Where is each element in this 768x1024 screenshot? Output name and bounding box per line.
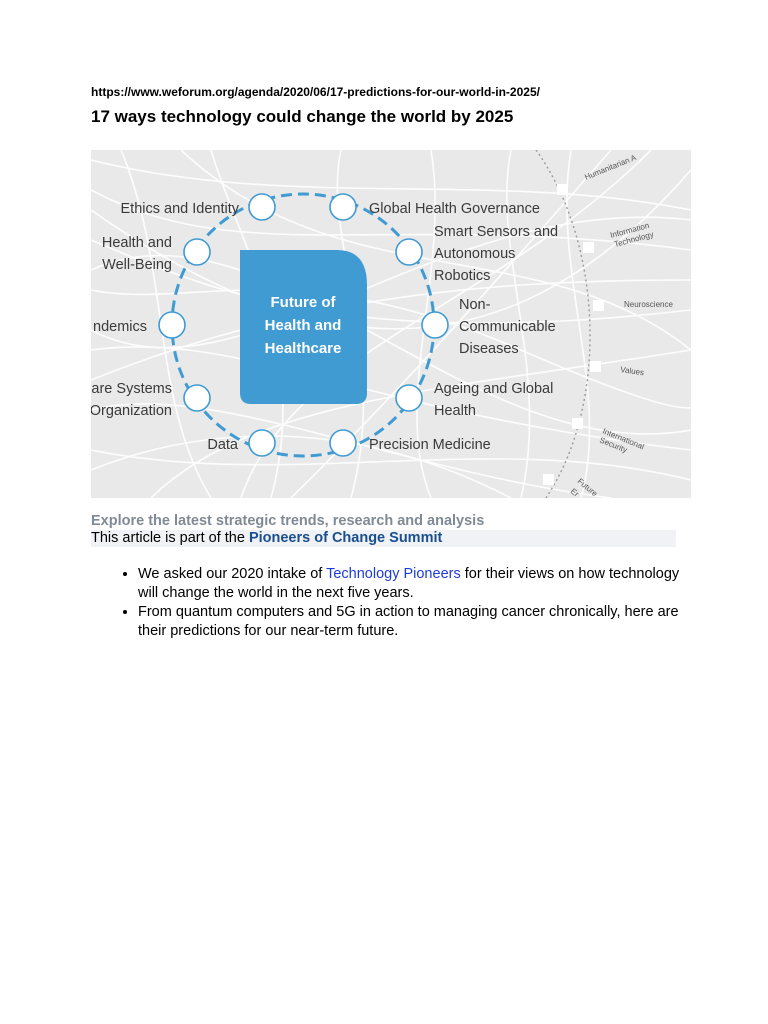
node-ageing[interactable]	[395, 384, 423, 412]
bullet-2-text: From quantum computers and 5G in action …	[138, 604, 679, 639]
svg-text:Future of: Future of	[271, 294, 337, 311]
label-health-wellbeing-2: Well-Being	[102, 257, 172, 273]
label-governance: Global Health Governance	[369, 201, 540, 217]
label-sensors-3: Robotics	[434, 268, 490, 284]
node-ethics[interactable]	[248, 193, 276, 221]
node-sensors[interactable]	[395, 238, 423, 266]
label-data: Data	[207, 437, 239, 453]
outer-markers	[543, 184, 604, 485]
label-ageing-1: Ageing and Global	[434, 381, 553, 397]
technology-pioneers-link[interactable]: Technology Pioneers	[326, 566, 461, 582]
bullet-item: We asked our 2020 intake of Technology P…	[138, 565, 698, 602]
label-ncd-2: Communicable	[459, 319, 556, 335]
ring-nodes	[158, 193, 449, 457]
node-data[interactable]	[248, 429, 276, 457]
article-title: 17 ways technology could change the worl…	[91, 107, 514, 126]
label-ncd-1: Non-	[459, 297, 491, 313]
label-sensors-1: Smart Sensors and	[434, 224, 558, 240]
label-care-systems-1: are Systems	[91, 381, 172, 397]
center-box[interactable]	[240, 250, 367, 404]
node-health-wellbeing[interactable]	[183, 238, 211, 266]
bullet-1-suffix: for their views on how technology will c…	[138, 566, 680, 601]
node-care-systems[interactable]	[183, 384, 211, 412]
node-ncd[interactable]	[421, 311, 449, 339]
part-of-prefix: This article is part of the	[91, 530, 249, 546]
transformation-map-svg: Future of Health and Healthcare Ethics a…	[91, 150, 691, 498]
article-url[interactable]: https://www.weforum.org/agenda/2020/06/1…	[91, 85, 540, 99]
label-sensors-2: Autonomous	[434, 246, 515, 262]
center-label: Future of Health and Healthcare	[265, 294, 342, 357]
node-pandemics[interactable]	[158, 311, 186, 339]
label-ageing-2: Health	[434, 403, 476, 419]
summary-bullets: We asked our 2020 intake of Technology P…	[107, 565, 698, 641]
node-precision[interactable]	[329, 429, 357, 457]
part-of-summit-line: This article is part of the Pioneers of …	[91, 530, 676, 547]
bullet-item: From quantum computers and 5G in action …	[138, 603, 698, 640]
label-pandemics: ndemics	[93, 319, 147, 335]
bullet-1-prefix: We asked our 2020 intake of	[138, 566, 327, 582]
label-precision: Precision Medicine	[369, 437, 491, 453]
label-health-wellbeing-1: Health and	[102, 235, 172, 251]
outer-label-values: Values	[620, 365, 645, 377]
svg-text:Health and: Health and	[265, 317, 342, 334]
health-transformation-map-figure: Future of Health and Healthcare Ethics a…	[91, 150, 691, 498]
explore-heading[interactable]: Explore the latest strategic trends, res…	[91, 513, 485, 529]
ring-labels: Ethics and Identity Global Health Govern…	[91, 201, 558, 453]
svg-text:Healthcare: Healthcare	[265, 340, 342, 357]
label-ethics: Ethics and Identity	[121, 201, 240, 217]
label-ncd-3: Diseases	[459, 341, 519, 357]
summit-link[interactable]: Pioneers of Change Summit	[248, 530, 443, 546]
outer-label-neuroscience: Neuroscience	[624, 300, 673, 309]
outer-label-future-2: Er	[569, 487, 581, 498]
label-care-systems-2: Organization	[91, 403, 172, 419]
node-governance[interactable]	[329, 193, 357, 221]
